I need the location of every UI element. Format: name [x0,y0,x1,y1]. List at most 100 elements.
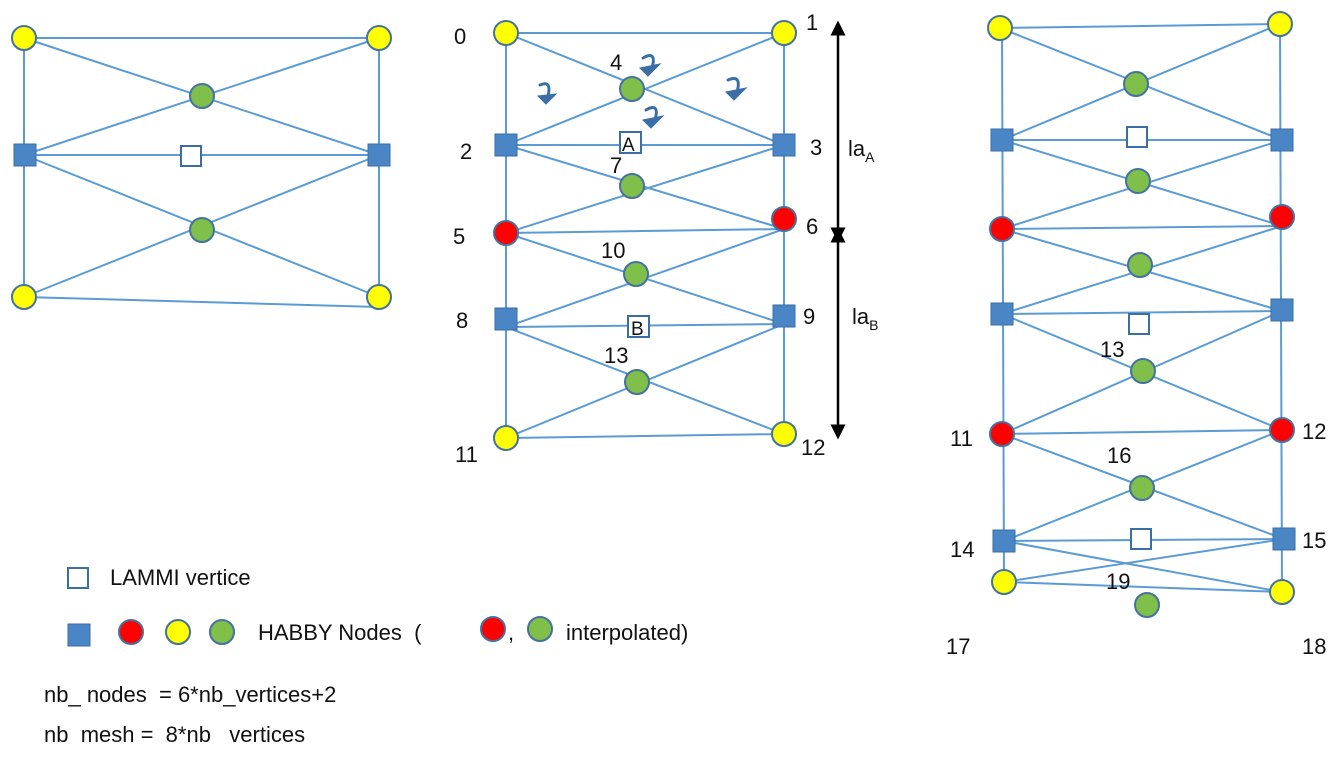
node-label-2: 2 [460,139,472,164]
length-label-b: laB [852,304,878,333]
yellow-node [991,569,1017,595]
rotation-arrow-icon [724,77,748,101]
green-node [1125,168,1151,194]
blue-square-node [494,133,518,157]
legend-interpolated-label: interpolated) [566,620,688,645]
yellow-node [771,20,797,46]
node-label-4: 4 [610,50,622,75]
node-label-3: 3 [810,135,822,160]
red-node [771,206,797,232]
blue-square-node [1270,298,1294,322]
node-label-7: 7 [610,153,622,178]
node-label-11: 11 [950,426,973,451]
red-node [989,216,1015,242]
green-node [1127,252,1153,278]
lammi-vertex [180,145,202,167]
yellow-node [366,25,392,51]
left-mesh-nodes [11,25,392,310]
formula-mesh: nb mesh = 8*nb vertices [44,722,305,747]
blue-square-node [990,302,1014,326]
red-node-legend-icon [118,619,144,645]
node-label-5: 5 [453,224,465,249]
node-label-12: 12 [1302,419,1326,444]
node-label-17: 17 [946,634,970,659]
legend-comma: , [508,620,514,645]
blue-square-node [367,143,391,167]
rotation-arrows [536,54,748,129]
node-label-10: 10 [601,238,625,263]
red-node [493,220,519,246]
red-node-legend-icon [480,616,506,642]
node-label-8: 8 [456,308,468,333]
blue-square-legend-icon [67,623,91,647]
red-node [1269,417,1295,443]
red-node [1269,204,1295,230]
blue-square-node [990,128,1014,152]
yellow-node [493,425,519,451]
vertex-label-b: B [631,319,644,340]
yellow-node [1269,579,1295,605]
length-label-a: laA [848,136,875,165]
middle-mesh-labels: 0 1 2 3 4 5 6 7 8 9 10 11 12 13 A B [453,10,825,467]
legend: LAMMI vertice HABBY Nodes ( , interpolat… [67,565,688,647]
green-node [189,217,215,243]
blue-square-node [772,304,796,328]
lammi-vertex [1128,313,1150,335]
middle-mesh-nodes [493,20,797,451]
blue-square-node [13,143,37,167]
node-label-0: 0 [454,24,466,49]
node-label-6: 6 [806,214,818,239]
node-label-16: 16 [1107,443,1131,468]
legend-lammi-label: LAMMI vertice [110,565,251,590]
yellow-node [366,284,392,310]
yellow-node [493,20,519,46]
rotation-arrow-icon [641,106,665,129]
green-node [619,76,645,102]
node-label-19: 19 [1106,569,1130,594]
green-node [1129,475,1155,501]
red-node [989,421,1015,447]
green-node [623,261,649,287]
node-label-13: 13 [1100,337,1124,362]
node-label-14: 14 [950,537,974,562]
node-label-9: 9 [803,304,815,329]
legend-habby-label: HABBY Nodes ( [258,620,422,645]
node-label-12: 12 [801,435,825,460]
yellow-node [1267,11,1293,37]
vertex-label-a: A [622,135,635,156]
yellow-node-legend-icon [165,619,191,645]
blue-square-node [1272,527,1296,551]
green-node [624,369,650,395]
rotation-arrow-icon [536,82,558,105]
node-label-13: 13 [604,343,628,368]
length-labels: laA laB [848,136,878,333]
node-label-1: 1 [806,10,818,35]
node-label-15: 15 [1302,528,1326,553]
lammi-vertex-b [627,315,650,338]
right-mesh-labels: 11 12 13 14 15 16 17 18 19 [946,337,1326,659]
lammi-vertex [1130,528,1152,550]
rotation-arrow-icon [638,54,662,77]
yellow-node [771,421,797,447]
right-mesh [999,23,1285,593]
blue-square-node [1270,128,1294,152]
green-node [1134,592,1160,618]
left-mesh [23,37,380,308]
yellow-node [987,15,1013,41]
green-node-legend-icon [209,619,235,645]
lammi-vertex-legend-icon [67,567,89,589]
lammi-vertex-a [619,131,642,154]
green-node [619,173,645,199]
right-mesh-nodes [987,11,1296,618]
lammi-vertex [1126,126,1148,148]
green-node-legend-icon [527,616,553,642]
yellow-node [11,25,37,51]
formula-nodes: nb_ nodes = 6*nb_vertices+2 [44,682,336,707]
node-label-18: 18 [1302,634,1326,659]
green-node [189,83,215,109]
blue-square-node [992,529,1016,553]
yellow-node [11,284,37,310]
green-node [1130,358,1156,384]
formulas: nb_ nodes = 6*nb_vertices+2 nb mesh = 8*… [44,682,336,747]
